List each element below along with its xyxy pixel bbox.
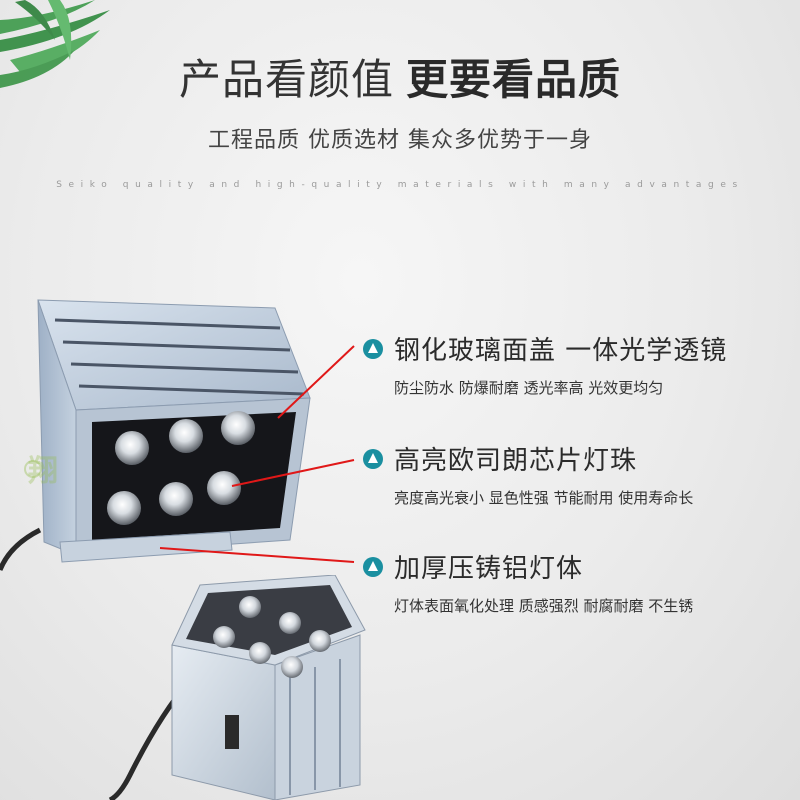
secondary-product-image	[108, 575, 366, 800]
feature-title: 加厚压铸铝灯体	[394, 554, 584, 584]
headline-bold: 更要看品质	[406, 55, 622, 104]
feature-title: 钢化玻璃面盖 一体光学透镜	[394, 336, 728, 366]
feature-2: 高亮欧司朗芯片灯珠 亮度高光衰小 显色性强 节能耐用 使用寿命长	[362, 440, 693, 508]
bullet-triangle-icon	[363, 338, 383, 359]
brand-watermark: 翔	[18, 444, 78, 494]
main-product-image	[0, 299, 311, 571]
headline: 产品看颜值更要看品质	[0, 46, 800, 107]
feature-description: 防尘防水 防爆耐磨 透光率高 光效更均匀	[394, 379, 664, 397]
feature-description: 亮度高光衰小 显色性强 节能耐用 使用寿命长	[394, 489, 694, 507]
feature-title: 高亮欧司朗芯片灯珠	[394, 446, 638, 476]
feature-1: 钢化玻璃面盖 一体光学透镜 防尘防水 防爆耐磨 透光率高 光效更均匀	[362, 330, 727, 398]
feature-description: 灯体表面氧化处理 质感强烈 耐腐耐磨 不生锈	[394, 597, 694, 615]
palm-leaf-decoration	[0, 0, 110, 88]
tagline: Seiko quality and high-quality materials…	[56, 180, 744, 190]
bullet-triangle-icon	[363, 556, 383, 577]
sun-logo-icon	[24, 460, 42, 478]
subheadline: 工程品质 优质选材 集众多优势于一身	[208, 128, 592, 153]
bullet-triangle-icon	[363, 448, 383, 469]
feature-3: 加厚压铸铝灯体 灯体表面氧化处理 质感强烈 耐腐耐磨 不生锈	[362, 548, 693, 616]
watermark-text: 翔	[28, 454, 58, 489]
headline-normal: 产品看颜值	[178, 55, 394, 104]
